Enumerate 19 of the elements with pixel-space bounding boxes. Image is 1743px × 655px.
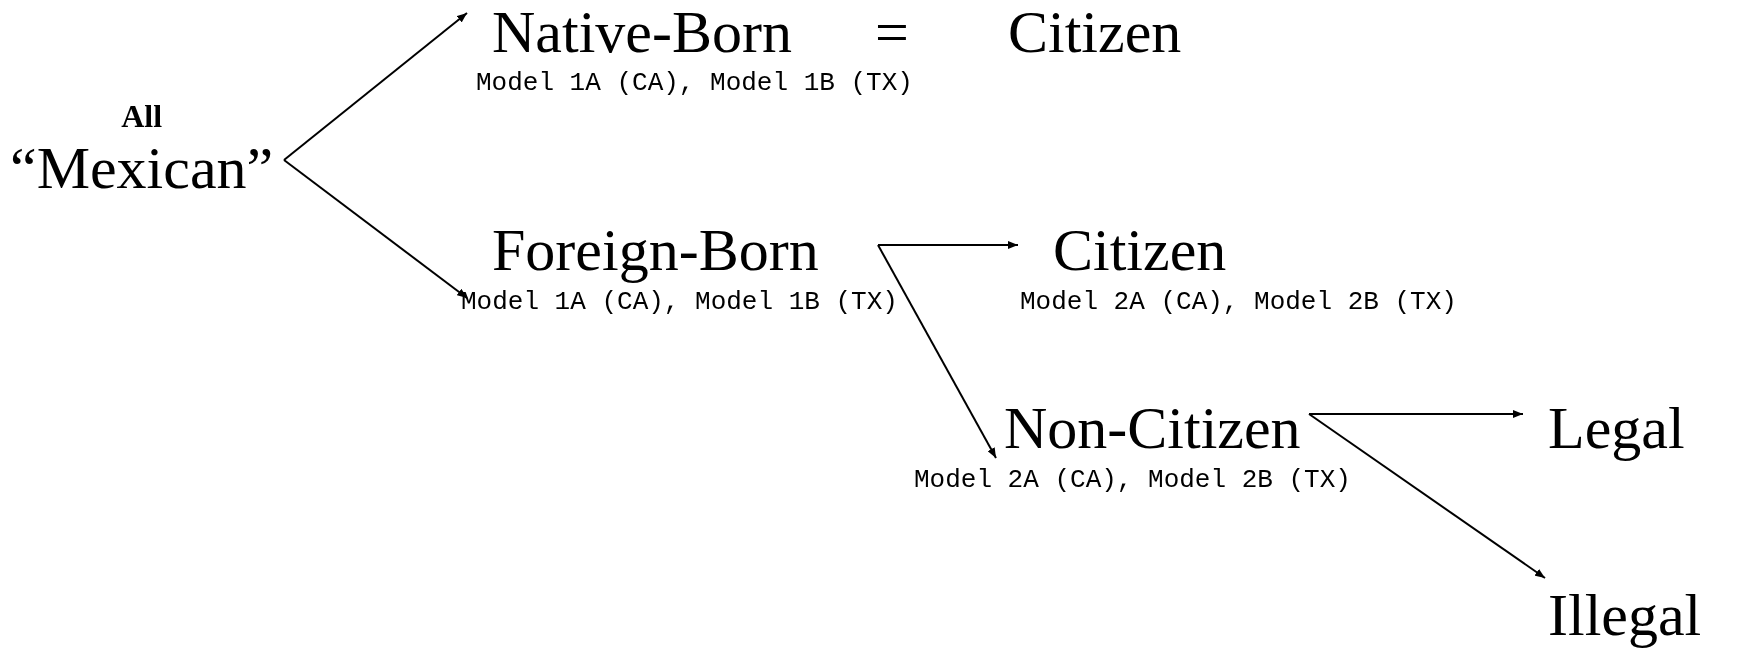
arrow: [1308, 413, 1546, 579]
category-label: Native-Born: [492, 0, 792, 64]
category-label: Foreign-Born: [492, 218, 819, 282]
category-label: “Mexican”: [10, 136, 274, 200]
arrow: [877, 244, 997, 459]
arrow: [1308, 410, 1524, 418]
category-label: Illegal: [1548, 583, 1702, 647]
category-label: Non-Citizen: [1004, 396, 1301, 460]
model-caption: Model 1A (CA), Model 1B (TX): [461, 287, 898, 317]
category-label: Citizen: [1053, 218, 1227, 282]
arrow: [877, 241, 1019, 249]
category-label: Legal: [1548, 396, 1685, 460]
model-caption: Model 2A (CA), Model 2B (TX): [914, 465, 1351, 495]
category-label: Citizen: [1008, 0, 1182, 64]
model-caption: Model 2A (CA), Model 2B (TX): [1020, 287, 1457, 317]
equals-sign: =: [875, 0, 909, 64]
heading-text: All: [121, 100, 163, 132]
arrow: [283, 12, 468, 161]
model-caption: Model 1A (CA), Model 1B (TX): [476, 68, 913, 98]
